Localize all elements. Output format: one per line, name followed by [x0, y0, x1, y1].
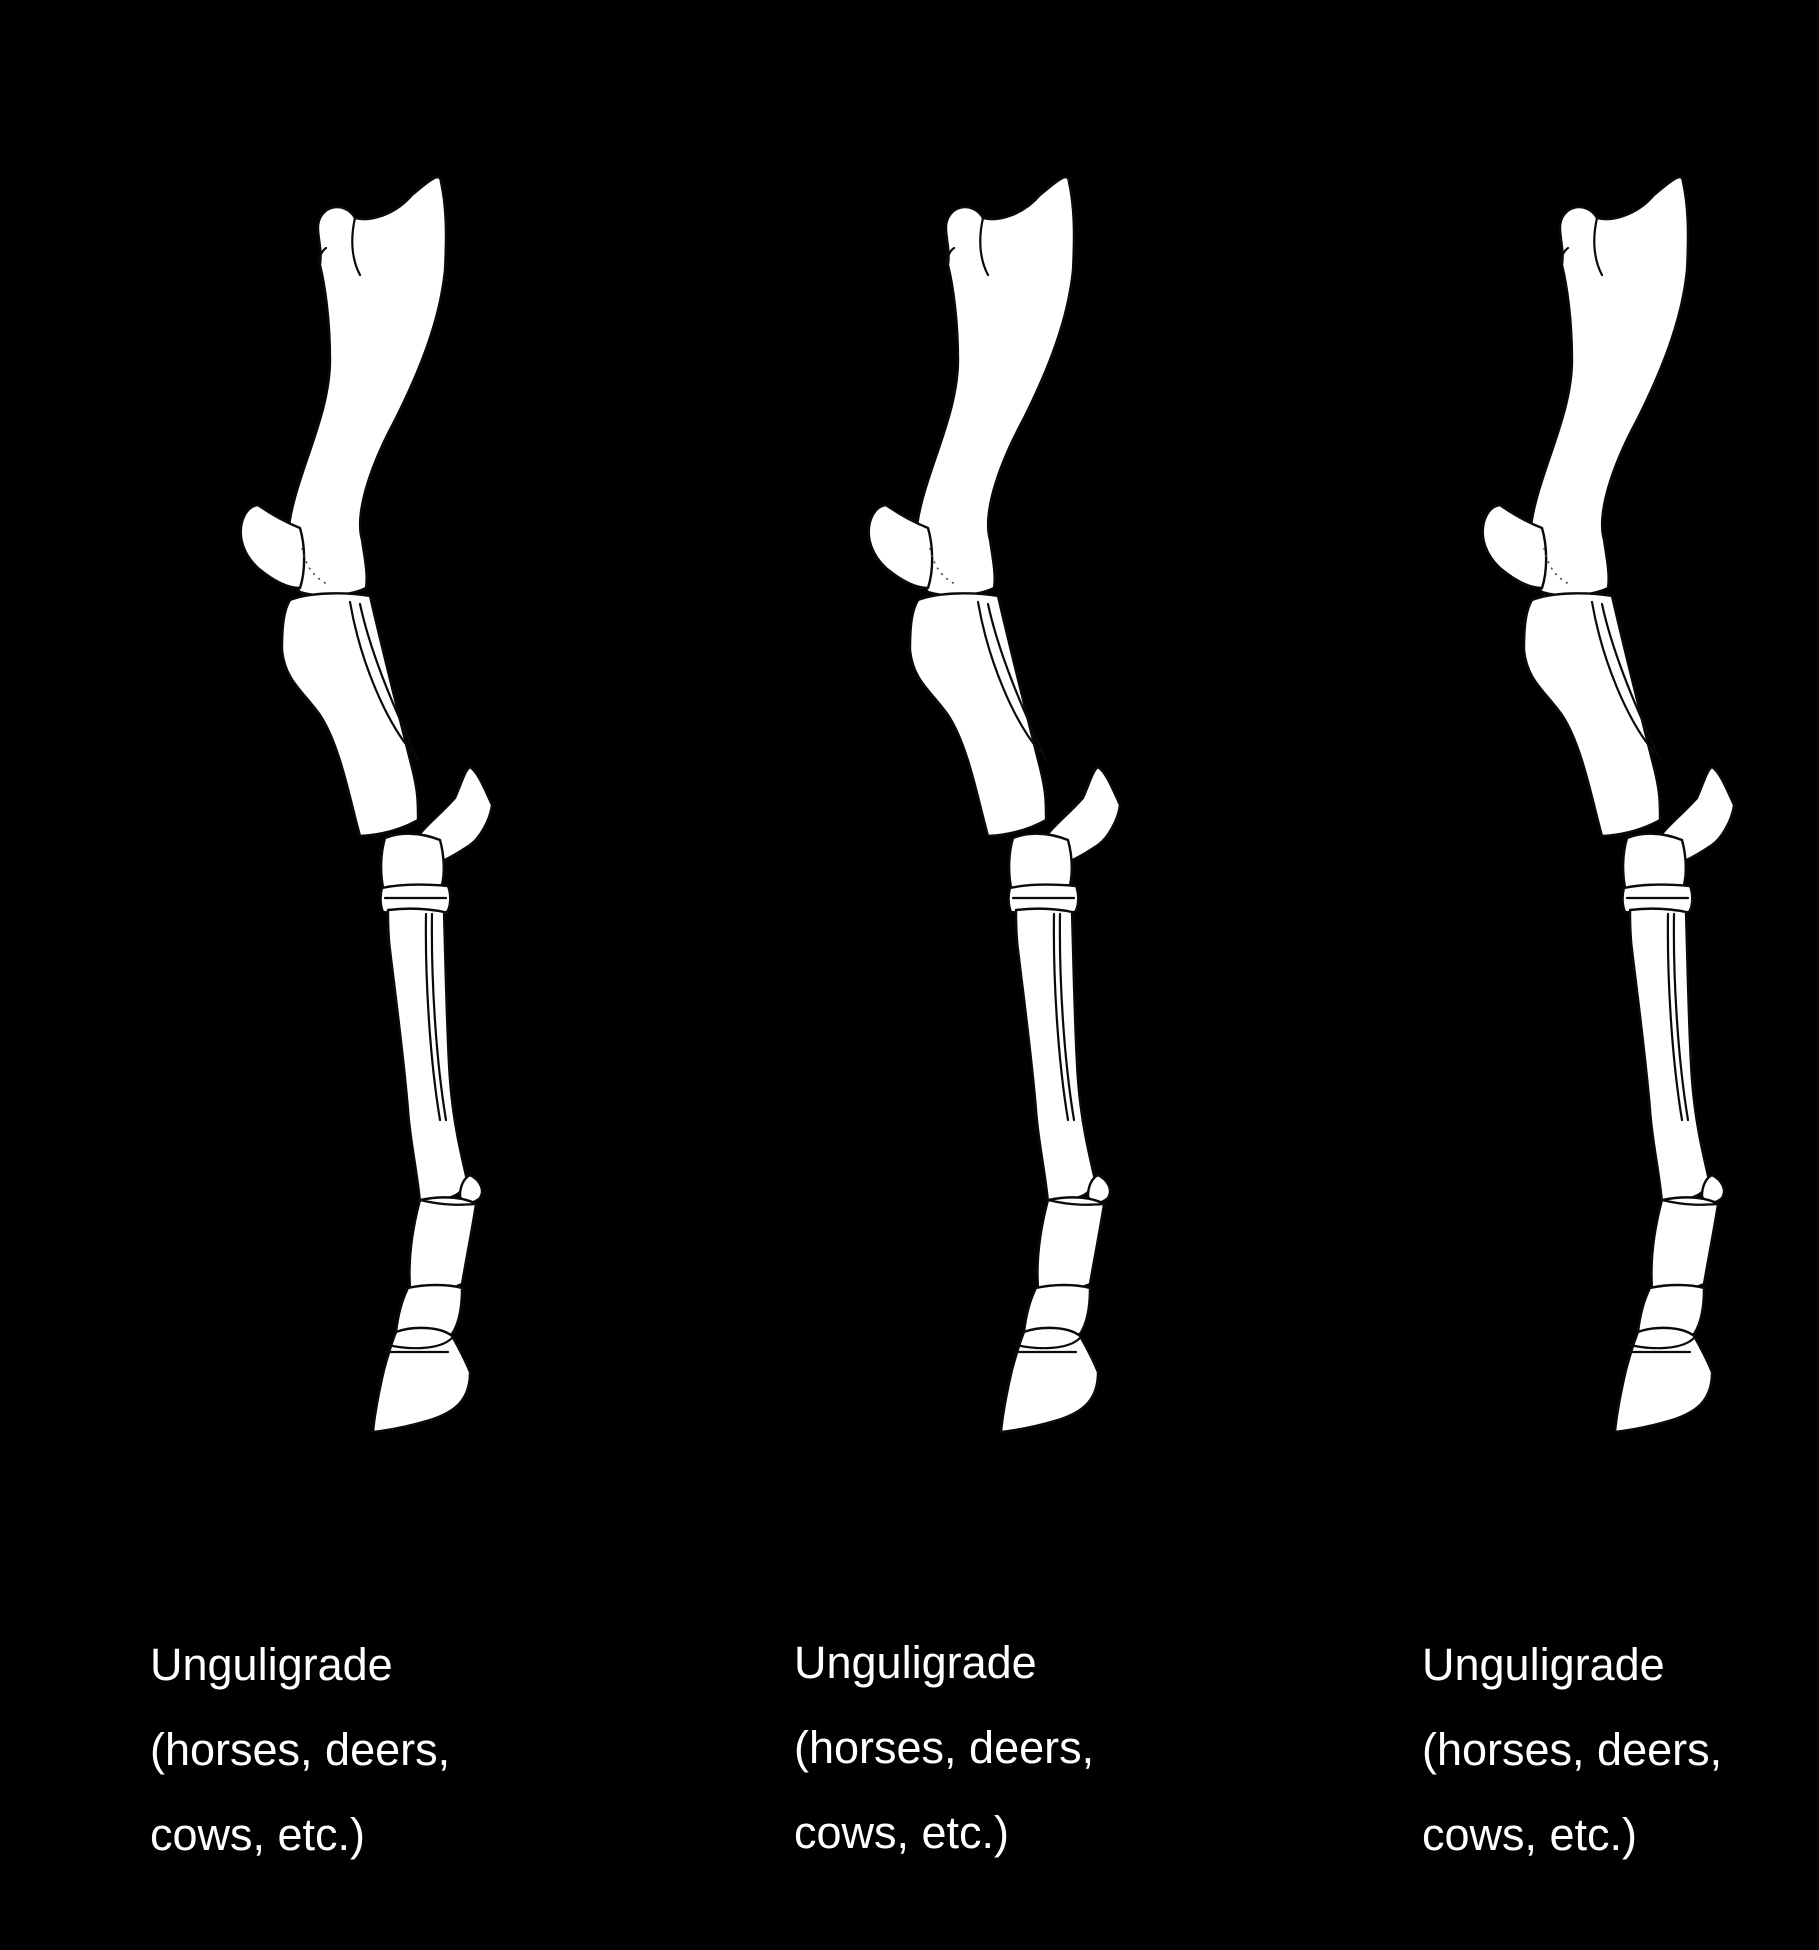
short-pastern-bone — [394, 1283, 464, 1338]
coffin-bone — [371, 1326, 472, 1434]
patella-bone — [1481, 503, 1548, 590]
long-pastern-bone — [1650, 1196, 1720, 1292]
caption: Unguligrade (horses, deers, cows, etc.) — [150, 1622, 450, 1877]
caption-examples-line-1: (horses, deers, — [794, 1722, 1095, 1773]
tibia-bone — [1522, 592, 1662, 838]
cannon-bone — [1014, 907, 1097, 1204]
figure-2: Unguligrade (horses, deers, cows, etc.) — [628, 0, 1234, 1950]
cannon-bone — [1628, 907, 1711, 1204]
leg-bones — [1481, 176, 1736, 1434]
figure-3: Unguligrade (horses, deers, cows, etc.) — [1242, 0, 1819, 1950]
leg-bones — [239, 176, 494, 1434]
patella-bone — [239, 503, 306, 590]
long-pastern-bone — [1036, 1196, 1106, 1292]
caption-title: Unguligrade — [794, 1637, 1037, 1688]
caption-examples-line-1: (horses, deers, — [150, 1724, 451, 1775]
caption: Unguligrade (horses, deers, cows, etc.) — [1422, 1622, 1722, 1877]
caption: Unguligrade (horses, deers, cows, etc.) — [794, 1620, 1094, 1875]
caption-examples-line-2: cows, etc.) — [150, 1809, 366, 1860]
long-pastern-bone — [408, 1196, 478, 1292]
femur-bone — [286, 176, 448, 597]
coffin-bone — [999, 1326, 1100, 1434]
caption-title: Unguligrade — [1422, 1639, 1665, 1690]
patella-bone — [867, 503, 934, 590]
cannon-bone — [386, 907, 469, 1204]
coffin-bone — [1613, 1326, 1714, 1434]
caption-title: Unguligrade — [150, 1639, 393, 1690]
leg-skeleton-icon — [867, 176, 1122, 1434]
caption-examples-line-2: cows, etc.) — [794, 1807, 1010, 1858]
short-pastern-bone — [1022, 1283, 1092, 1338]
leg-bones — [867, 176, 1122, 1434]
tibia-bone — [280, 592, 420, 838]
leg-skeleton-icon — [239, 176, 494, 1434]
caption-examples-line-1: (horses, deers, — [1422, 1724, 1723, 1775]
femur-bone — [914, 176, 1076, 597]
femur-bone — [1528, 176, 1690, 597]
leg-skeleton-icon — [1481, 176, 1736, 1434]
short-pastern-bone — [1636, 1283, 1706, 1338]
figure-1: Unguligrade (horses, deers, cows, etc.) — [0, 0, 606, 1950]
caption-examples-line-2: cows, etc.) — [1422, 1809, 1638, 1860]
tibia-bone — [908, 592, 1048, 838]
